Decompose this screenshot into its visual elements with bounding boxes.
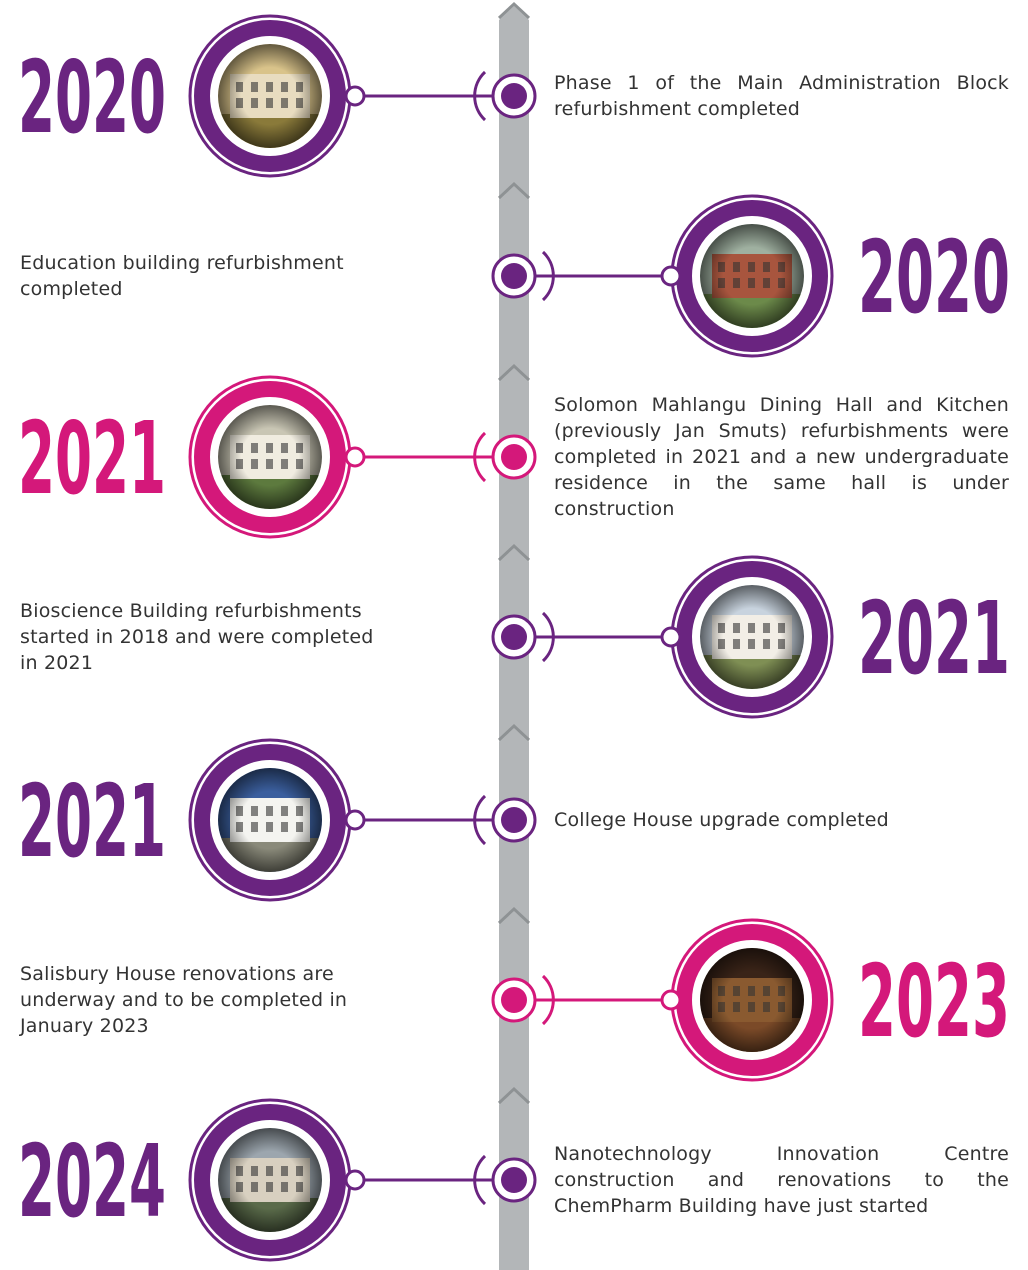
connector-dot — [344, 1169, 366, 1191]
node-bracket — [541, 250, 555, 302]
year-label: 2020 — [18, 39, 166, 156]
node-bracket — [541, 974, 555, 1026]
inner-ring — [676, 561, 828, 713]
timeline-entry: 2020 — [491, 194, 1010, 358]
spine-chevron — [497, 906, 531, 925]
inner-ring — [194, 381, 346, 533]
connector-dot — [660, 989, 682, 1011]
timeline-entry: 2021 — [18, 375, 537, 539]
node-bracket — [473, 431, 487, 483]
connector-dot — [344, 446, 366, 468]
year-label: 2021 — [18, 763, 166, 880]
education-building-photo — [700, 224, 804, 328]
year-label: 2024 — [18, 1123, 166, 1240]
event-description: College House upgrade completed — [554, 809, 889, 831]
chempharm-building-photo — [218, 1128, 322, 1232]
inner-ring — [194, 20, 346, 172]
timeline-entry: 2021 — [18, 738, 537, 902]
event-description: Nanotechnology Innovation Centre constru… — [554, 1143, 1009, 1217]
spine-chevron — [497, 363, 531, 382]
event-description: Bioscience Building refurbishments start… — [20, 600, 374, 674]
spine-chevron — [497, 1086, 531, 1105]
timeline-node-center — [501, 444, 527, 470]
connector-dot — [660, 626, 682, 648]
inner-ring — [676, 924, 828, 1076]
timeline-node-center — [501, 1167, 527, 1193]
year-label: 2020 — [858, 219, 1010, 336]
spine-chevron — [497, 1, 531, 20]
spine-chevron — [497, 543, 531, 562]
event-description: Salisbury House renovations are underway… — [20, 963, 348, 1037]
timeline-entry: 2020 — [18, 14, 537, 178]
timeline-entry: 2023 — [491, 918, 1010, 1082]
connector-dot — [660, 265, 682, 287]
node-bracket — [541, 611, 555, 663]
connector-dot — [344, 809, 366, 831]
year-label: 2021 — [858, 580, 1010, 697]
event-description: Education building refurbishment complet… — [20, 252, 344, 300]
timeline-node-center — [501, 624, 527, 650]
node-bracket — [473, 1154, 487, 1206]
event-description: Phase 1 of the Main Administration Block… — [554, 72, 1009, 120]
inner-ring — [194, 1104, 346, 1256]
college-house-photo — [218, 768, 322, 872]
spine-chevron — [497, 723, 531, 742]
timeline-node-center — [501, 807, 527, 833]
node-bracket — [473, 70, 487, 122]
timeline-node-center — [501, 263, 527, 289]
bioscience-building-photo — [700, 585, 804, 689]
event-description: Solomon Mahlangu Dining Hall and Kitchen… — [554, 394, 1009, 520]
year-label: 2023 — [858, 943, 1010, 1060]
inner-ring — [194, 744, 346, 896]
connector-dot — [344, 85, 366, 107]
timeline-node-center — [501, 83, 527, 109]
timeline-node-center — [501, 987, 527, 1013]
node-bracket — [473, 794, 487, 846]
main-administration-block-photo — [218, 44, 322, 148]
timeline-entry: 2021 — [491, 555, 1010, 719]
spine-chevron — [497, 181, 531, 200]
timeline-entry: 2024 — [18, 1098, 537, 1262]
salisbury-house-photo — [700, 948, 804, 1052]
inner-ring — [676, 200, 828, 352]
year-label: 2021 — [18, 400, 166, 517]
